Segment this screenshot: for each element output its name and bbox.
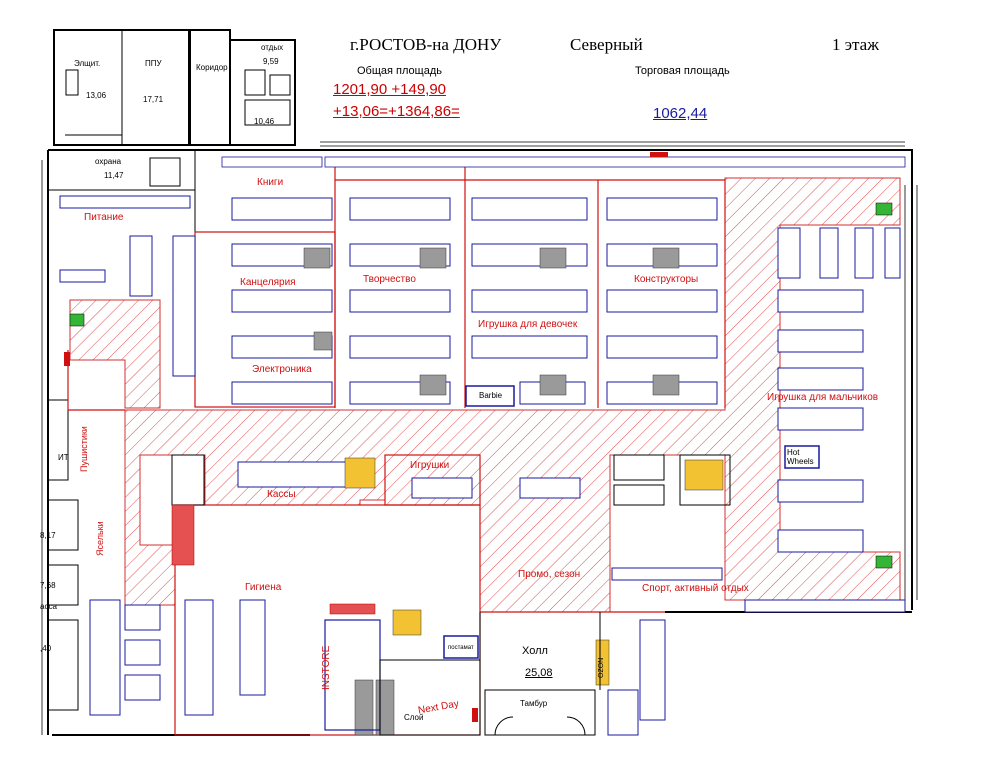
zone-food: Питание	[84, 212, 124, 223]
zone-creativity: Творчество	[363, 274, 416, 285]
total-area-line2: +13,06=+1364,86=	[333, 103, 460, 120]
room-corridor: Коридор	[196, 63, 228, 72]
yellow-counter-cash	[344, 457, 376, 489]
floor-label: 1 этаж	[832, 35, 879, 54]
label-postamat: постамат	[448, 645, 474, 651]
barbie-box	[465, 385, 515, 407]
checkouts	[171, 454, 731, 506]
top-shelf-strip	[221, 156, 906, 168]
room-left-a2: 7,68	[40, 581, 56, 590]
zone-promo: Промо, сезон	[518, 569, 581, 580]
city-title: г.РОСТОВ-на ДОНУ	[350, 35, 502, 54]
fixtures	[303, 247, 680, 736]
zone-left-vert1: Пушистики	[79, 426, 89, 472]
ozon-pickup	[595, 639, 610, 686]
label-barbie: Barbie	[479, 391, 503, 400]
red-pillar	[171, 504, 195, 566]
total-area-line1: 1201,90 +149,90	[333, 81, 447, 98]
room-vestibule: Тамбур	[520, 699, 548, 708]
zone-constructors: Конструкторы	[634, 274, 699, 285]
label-hotwheels: Hot Wheels	[787, 448, 814, 466]
store-name: Северный	[570, 35, 643, 54]
label-ozon: OZON	[598, 657, 605, 678]
room-left-a3: асса	[40, 602, 57, 611]
room-guard-area: 11,47	[104, 171, 124, 180]
zone-hygiene: Гигиена	[245, 582, 282, 593]
zone-left-vert2: Ясельки	[95, 521, 105, 556]
postamat-box	[443, 635, 479, 659]
zone-electronics: Электроника	[252, 364, 312, 375]
entrance	[479, 612, 601, 736]
room-ppu: ППУ	[145, 59, 162, 68]
zone-cashiers: Кассы	[267, 489, 296, 500]
room-rest-area: 9,59	[263, 57, 279, 66]
trade-area-label: Торговая площадь	[635, 65, 730, 77]
red-counter-hygiene	[329, 603, 376, 615]
room-guard: охрана	[95, 157, 122, 166]
back-rooms	[47, 30, 291, 711]
rack-rows	[59, 195, 906, 736]
red-marker-bottom	[472, 708, 478, 722]
room-hall-area: 25,08	[525, 667, 553, 679]
room-wc-area: 10,46	[254, 117, 275, 126]
yellow-counter-boys	[684, 459, 724, 491]
room-left-a4: ,40	[40, 644, 52, 653]
room-ppu-area: 17,71	[143, 95, 164, 104]
room-elshit-area: 13,06	[86, 91, 107, 100]
green-exit-bottom	[875, 555, 893, 569]
room-rest: отдых	[261, 43, 284, 52]
room-left-a1: 8,17	[40, 531, 56, 540]
windows	[41, 141, 918, 735]
trade-area-value: 1062,44	[653, 105, 708, 122]
yellow-counter-instore	[392, 609, 422, 636]
zone-books: Книги	[257, 177, 284, 188]
zone-sport: Спорт, активный отдых	[642, 583, 749, 594]
room-hall: Холл	[522, 645, 548, 657]
red-marker-top	[650, 152, 668, 157]
zone-girls: Игрушка для девочек	[478, 319, 578, 330]
label-sloi: Слой	[404, 713, 424, 722]
room-left-it: ИТ	[58, 453, 69, 462]
zone-boys: Игрушка для мальчиков	[767, 392, 879, 403]
total-area-label: Общая площадь	[357, 65, 442, 77]
room-elshit: Элщит.	[74, 59, 101, 68]
zone-instore: INSTORE	[321, 645, 332, 690]
green-exit-left	[69, 313, 85, 327]
zone-stationery: Канцелярия	[240, 277, 296, 288]
red-marker-left	[64, 352, 70, 366]
hotwheels-box	[784, 445, 820, 469]
nextday-zone	[379, 659, 481, 736]
zone-toys: Игрушки	[410, 460, 450, 471]
green-exit-top	[875, 202, 893, 216]
